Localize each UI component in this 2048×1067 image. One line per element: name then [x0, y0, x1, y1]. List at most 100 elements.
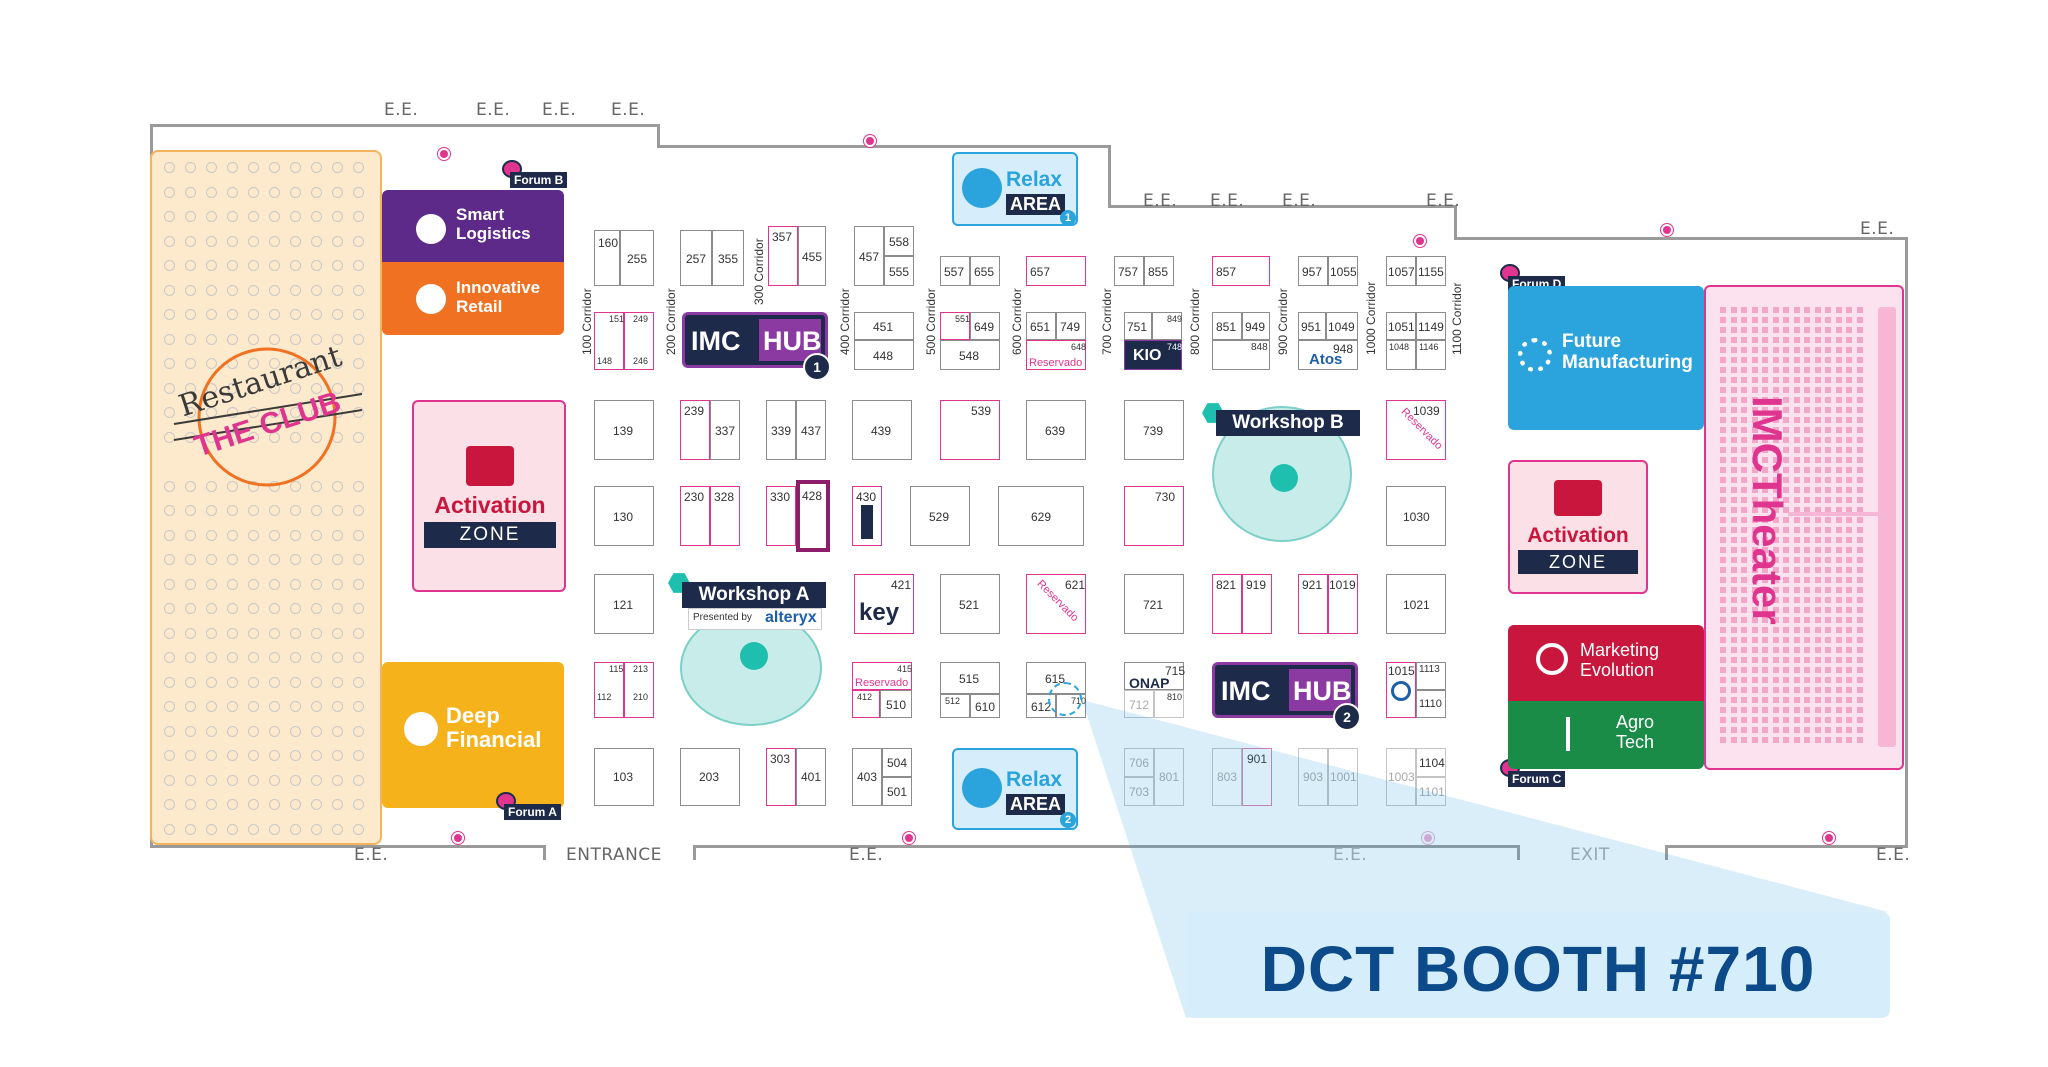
- booth[interactable]: 921: [1298, 574, 1328, 634]
- booth[interactable]: 428: [796, 480, 830, 552]
- booth[interactable]: 103: [594, 748, 654, 806]
- booth[interactable]: 330: [766, 486, 796, 546]
- booth[interactable]: 548: [940, 340, 1000, 370]
- booth[interactable]: 1048: [1386, 340, 1416, 370]
- booth[interactable]: 1021: [1386, 574, 1446, 634]
- booth[interactable]: 1019: [1328, 574, 1358, 634]
- booth[interactable]: 848: [1212, 340, 1270, 370]
- booth[interactable]: 655: [970, 256, 1000, 286]
- booth[interactable]: 857: [1212, 256, 1270, 286]
- booth[interactable]: 801: [1154, 748, 1184, 806]
- agro-tech-zone[interactable]: Agro Tech: [1508, 701, 1704, 769]
- booth[interactable]: 1101: [1416, 777, 1446, 806]
- booth[interactable]: 558: [884, 226, 914, 256]
- booth[interactable]: 855: [1144, 256, 1174, 286]
- booth[interactable]: 401: [796, 748, 826, 806]
- booth[interactable]: 1146: [1416, 340, 1446, 370]
- booth[interactable]: 1001: [1328, 748, 1358, 806]
- booth[interactable]: 951: [1298, 312, 1326, 340]
- booth[interactable]: 851: [1212, 312, 1242, 340]
- booth[interactable]: 712: [1124, 690, 1154, 718]
- dct-booth-callout[interactable]: DCT BOOTH #710: [1186, 912, 1890, 1018]
- booth[interactable]: 901: [1242, 748, 1272, 806]
- booth[interactable]: 803: [1212, 748, 1242, 806]
- booth[interactable]: 160: [594, 230, 620, 286]
- booth[interactable]: 903: [1298, 748, 1328, 806]
- booth[interactable]: 849: [1152, 312, 1182, 340]
- booth[interactable]: 821: [1212, 574, 1242, 634]
- booth[interactable]: 739: [1124, 400, 1184, 460]
- booth[interactable]: 1113: [1416, 662, 1446, 690]
- booth[interactable]: 139: [594, 400, 654, 460]
- booth[interactable]: 703: [1124, 777, 1154, 806]
- booth[interactable]: 504: [882, 748, 912, 777]
- smart-logistics-zone[interactable]: Smart Logistics: [382, 190, 564, 262]
- booth[interactable]: 501: [882, 777, 912, 806]
- imc-hub-1[interactable]: IMC HUB 1: [682, 312, 831, 381]
- booth[interactable]: 1149: [1416, 312, 1446, 340]
- booth[interactable]: 949: [1242, 312, 1270, 340]
- booth[interactable]: 751: [1124, 312, 1152, 340]
- booth[interactable]: 610: [970, 694, 1000, 718]
- booth[interactable]: 810: [1154, 690, 1184, 718]
- relax-area-2[interactable]: Relax AREA 2: [952, 748, 1078, 830]
- booth[interactable]: 629: [998, 486, 1084, 546]
- booth[interactable]: 130: [594, 486, 654, 546]
- booth[interactable]: 757: [1114, 256, 1144, 286]
- booth[interactable]: 919: [1242, 574, 1272, 634]
- booth[interactable]: 721: [1124, 574, 1184, 634]
- imc-hub-2[interactable]: IMC HUB 2: [1212, 662, 1361, 731]
- booth[interactable]: 649: [970, 312, 1000, 340]
- booth[interactable]: 555: [884, 256, 914, 286]
- booth[interactable]: 1003: [1386, 748, 1416, 806]
- future-manufacturing-zone[interactable]: Future Manufacturing: [1508, 286, 1704, 430]
- booth[interactable]: 403: [852, 748, 882, 806]
- booth[interactable]: 539: [940, 400, 1000, 460]
- booth[interactable]: 730: [1124, 486, 1184, 546]
- booth[interactable]: 339: [766, 400, 796, 460]
- booth[interactable]: 551: [940, 312, 970, 340]
- booth[interactable]: 657: [1026, 256, 1086, 286]
- booth[interactable]: 257: [680, 230, 712, 286]
- booth[interactable]: 439: [852, 400, 912, 460]
- booth[interactable]: 121: [594, 574, 654, 634]
- booth[interactable]: 230: [680, 486, 710, 546]
- booth[interactable]: 239: [680, 400, 710, 460]
- booth[interactable]: 357: [768, 226, 798, 286]
- booth[interactable]: 1051: [1386, 312, 1416, 340]
- booth[interactable]: 651: [1026, 312, 1056, 340]
- innovative-retail-zone[interactable]: Innovative Retail: [382, 262, 564, 335]
- booth[interactable]: 639: [1026, 400, 1086, 460]
- relax-area-1[interactable]: Relax AREA 1: [952, 152, 1078, 226]
- booth[interactable]: 1057: [1386, 256, 1416, 286]
- booth[interactable]: 1055: [1328, 256, 1358, 286]
- marketing-evolution-zone[interactable]: Marketing Evolution: [1508, 625, 1704, 701]
- booth[interactable]: 430: [852, 486, 882, 546]
- booth[interactable]: 355: [712, 230, 744, 286]
- booth[interactable]: 328: [710, 486, 740, 546]
- booth[interactable]: 557: [940, 256, 970, 286]
- booth[interactable]: 1155: [1416, 256, 1446, 286]
- booth[interactable]: 1030: [1386, 486, 1446, 546]
- activation-zone-2[interactable]: Activation ZONE: [1508, 460, 1648, 594]
- booth[interactable]: 612: [1026, 694, 1056, 718]
- restaurant-area[interactable]: [150, 150, 382, 845]
- booth[interactable]: 448: [854, 340, 914, 370]
- booth[interactable]: 529: [910, 486, 970, 546]
- booth[interactable]: 515: [940, 662, 1000, 694]
- booth[interactable]: 303: [766, 748, 796, 806]
- booth[interactable]: 337: [710, 400, 740, 460]
- booth[interactable]: 412: [852, 690, 880, 718]
- imc-theater[interactable]: IMCTheater: [1704, 285, 1904, 770]
- booth[interactable]: 512: [940, 694, 970, 718]
